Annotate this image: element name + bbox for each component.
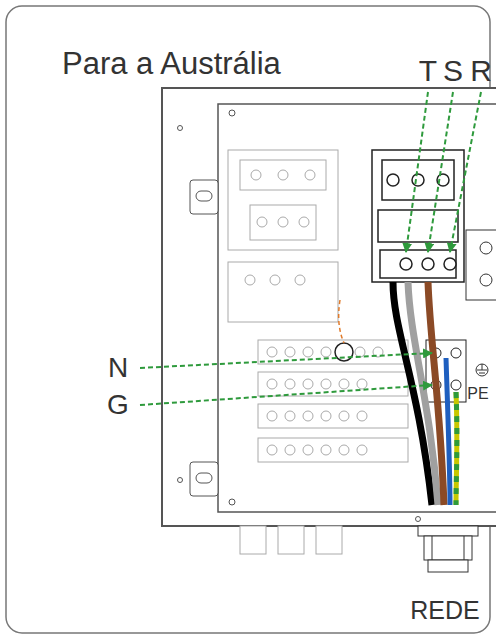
terminal-label: PE [467,386,488,402]
terminal-label: T [419,56,437,86]
ground-symbol [476,364,488,376]
contactor [372,150,464,282]
terminal-label: REDE [410,598,479,623]
wire-brown [428,282,444,505]
wire-pe [454,392,460,505]
cable-gland [418,526,478,572]
inner-panel [218,104,496,512]
cable-gland-grey [240,526,342,554]
contactor-grey [228,150,338,322]
highlight [339,300,344,343]
mounting-tab [190,180,218,214]
terminal-label: R [470,56,492,86]
terminal-label: N [108,354,128,382]
wire-pe-stripe [454,392,460,505]
wire-blue [446,358,450,505]
title: Para a Austrália [62,48,281,79]
terminal-label: G [107,391,129,419]
leader-arrow [140,92,481,405]
mounting-tab [190,462,218,496]
breaker [466,230,496,300]
terminal-label: S [443,56,463,86]
